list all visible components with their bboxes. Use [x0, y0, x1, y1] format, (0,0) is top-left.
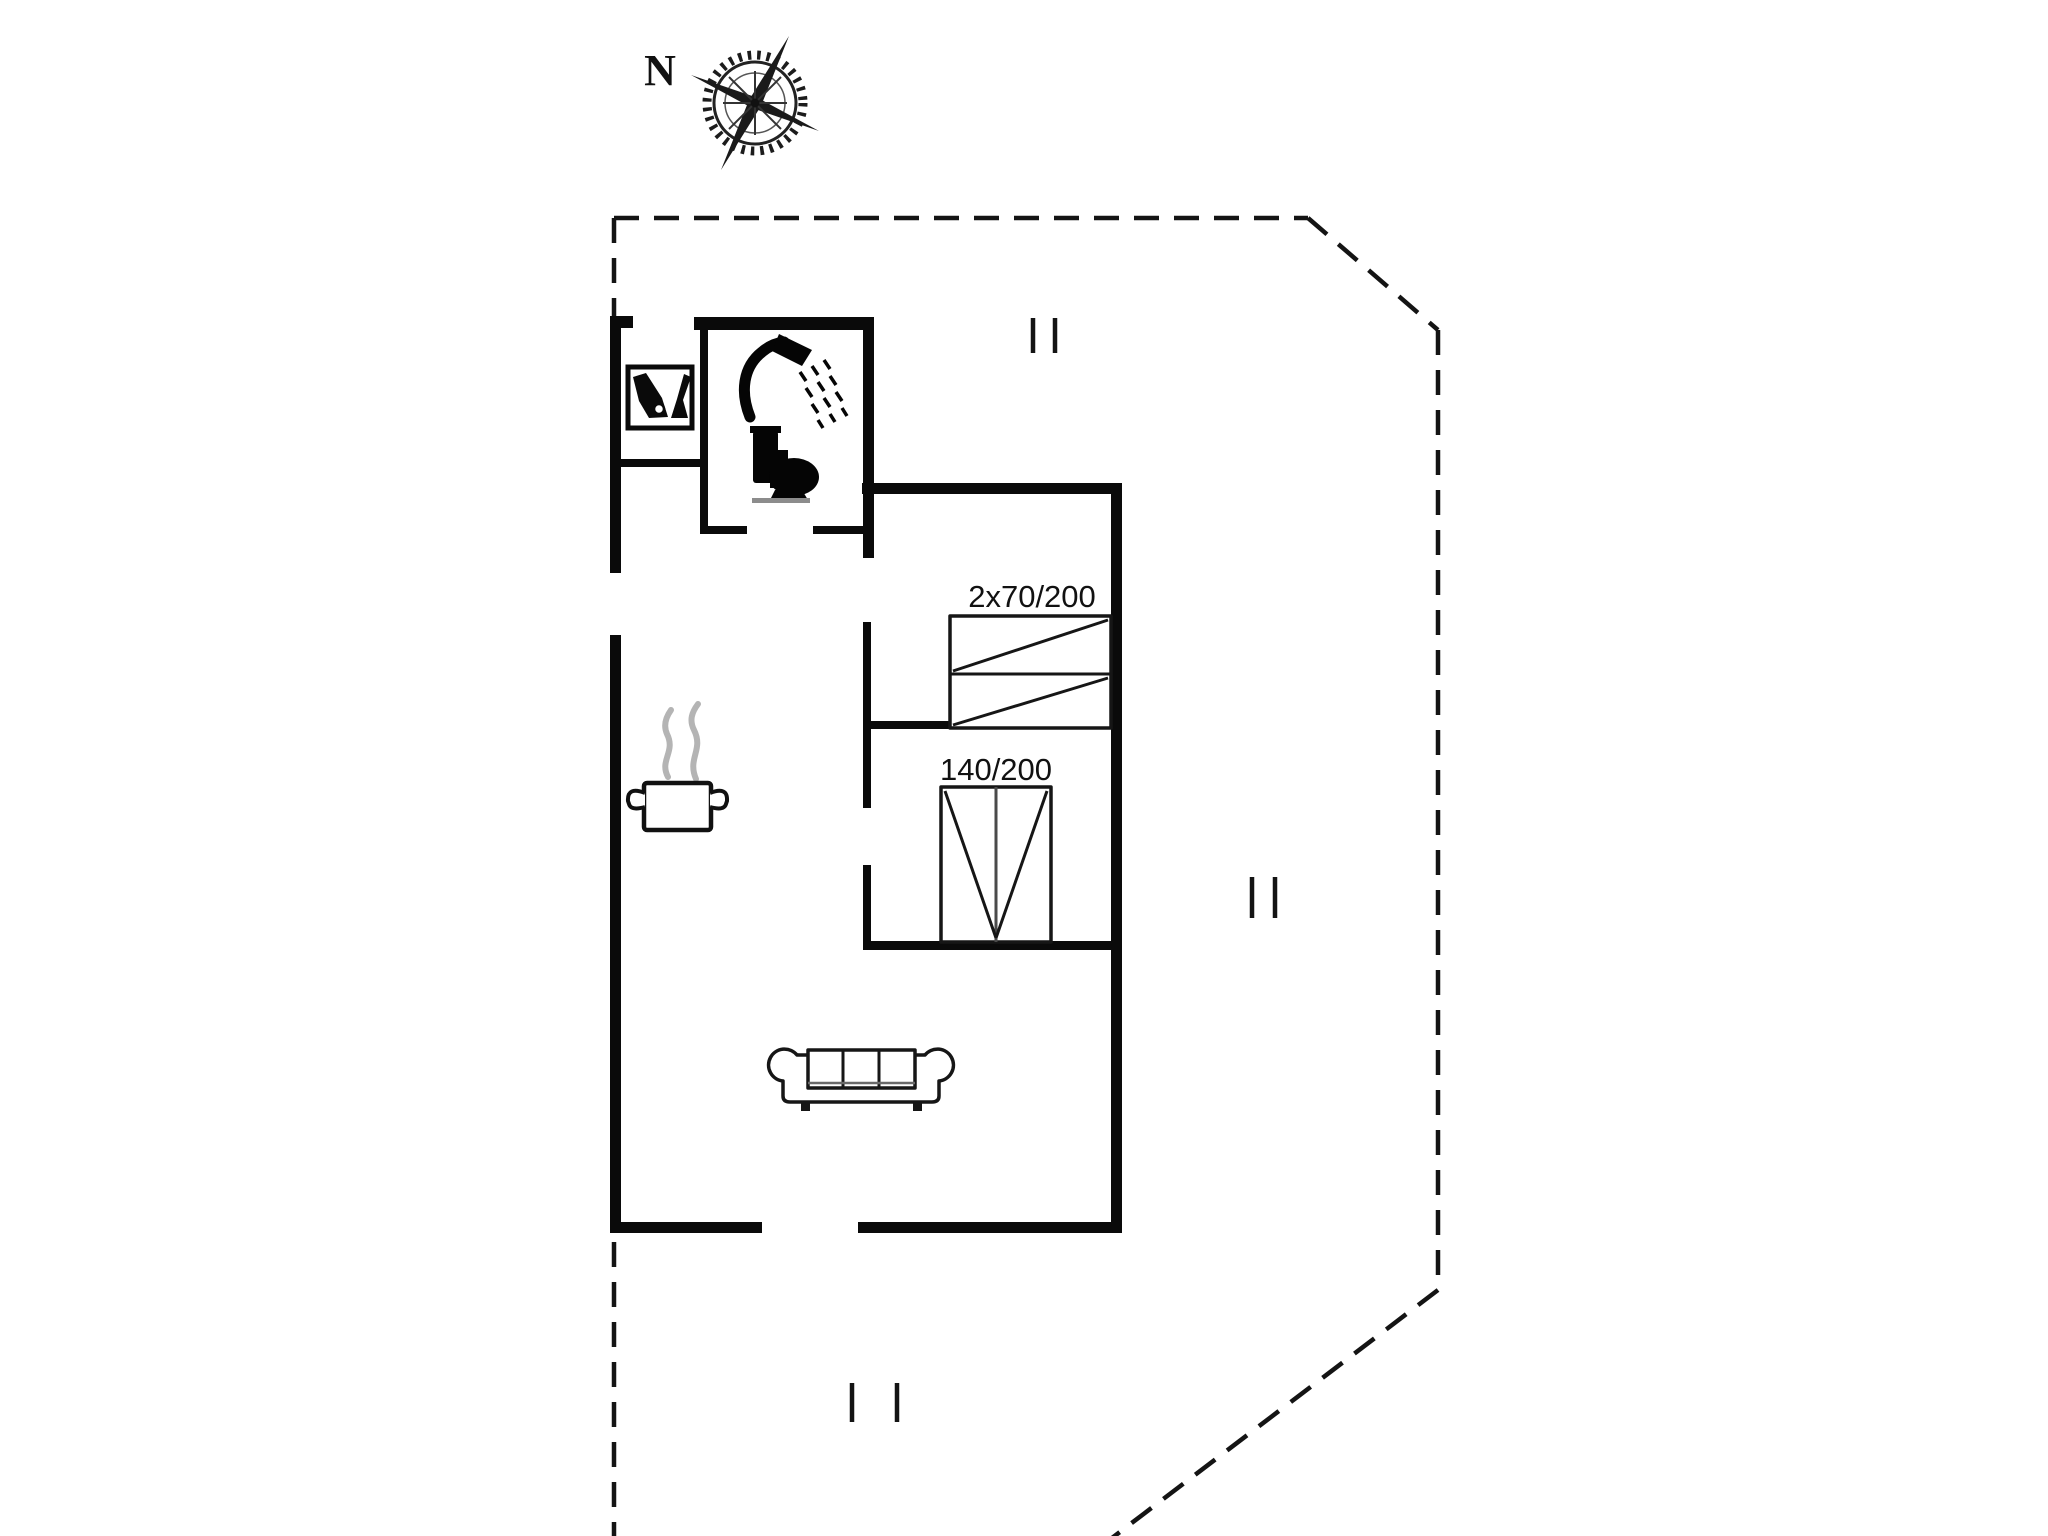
wall-bathroom-bottom-left [700, 526, 747, 534]
compass-rose-icon: N [644, 36, 819, 170]
boundary-bottom-right-diagonal [1110, 1288, 1440, 1536]
bunk-bed-outline [948, 614, 1113, 730]
wall-bedroom-divider [863, 721, 951, 729]
bunk-bed-diagonal-top [952, 618, 1109, 673]
shower-icon [738, 334, 849, 429]
toilet-base [770, 490, 808, 500]
compass-inner-ring [712, 60, 798, 146]
boundary-tick-marks [849, 318, 1278, 1422]
toilet-body [770, 450, 788, 488]
steam-icon [662, 707, 674, 780]
toilet-lid [750, 426, 781, 433]
wall-bedroom-top [862, 483, 1122, 494]
sofa-foot-left [801, 1103, 810, 1111]
double-bed-label: 140/200 [940, 752, 1052, 787]
wall-left-top-stub [610, 316, 633, 328]
utility-symbol-icon [625, 364, 695, 431]
bunk-bed-diagonal-bottom [952, 676, 1109, 727]
cooking-pot-icon [625, 701, 730, 833]
utility-symbol-wheel [652, 402, 666, 416]
bunk-bed-icon [948, 614, 1113, 730]
wall-left-upper [610, 316, 621, 573]
sofa-cushion-dividers [841, 1050, 881, 1088]
sofa-backrest [806, 1048, 917, 1090]
pot-handle-right [709, 788, 730, 811]
toilet-icon [750, 426, 819, 503]
boundary-top-right-diagonal [1306, 216, 1440, 332]
property-boundary [611, 215, 1441, 1536]
wall-corridor-lower [863, 865, 871, 948]
wall-bottom-left [610, 1222, 762, 1233]
north-label: N [644, 46, 676, 95]
wall-hall [615, 459, 705, 467]
toilet-floor-line [752, 498, 810, 503]
double-bed-diagonal-left [943, 790, 998, 939]
steam-icon [688, 701, 701, 782]
compass-center-dot [750, 98, 760, 108]
bunk-bed-label: 2x70/200 [968, 579, 1096, 614]
wall-right [1111, 483, 1122, 1233]
double-bed-diagonal-right [994, 790, 1049, 939]
wall-bedroom2-bottom [863, 941, 1122, 950]
sofa-foot-right [913, 1103, 922, 1111]
shower-spray [798, 359, 849, 429]
double-bed-icon [939, 785, 1053, 944]
shower-head [772, 334, 812, 366]
wall-corridor-upper [863, 622, 871, 808]
pot-handle-left [625, 788, 646, 811]
sofa-icon [766, 1047, 956, 1111]
wall-left-lower [610, 635, 621, 1232]
house-walls [610, 316, 1122, 1233]
wall-bathroom-top [694, 317, 874, 330]
pot-body [641, 780, 714, 833]
wall-bathroom-right [863, 317, 874, 558]
compass-teeth-ring [702, 50, 808, 156]
utility-symbol-right-shape [671, 374, 691, 418]
wall-bathroom-bottom-right [813, 526, 869, 534]
wall-bottom-right [858, 1222, 1121, 1233]
wall-bathroom-left [700, 317, 708, 533]
